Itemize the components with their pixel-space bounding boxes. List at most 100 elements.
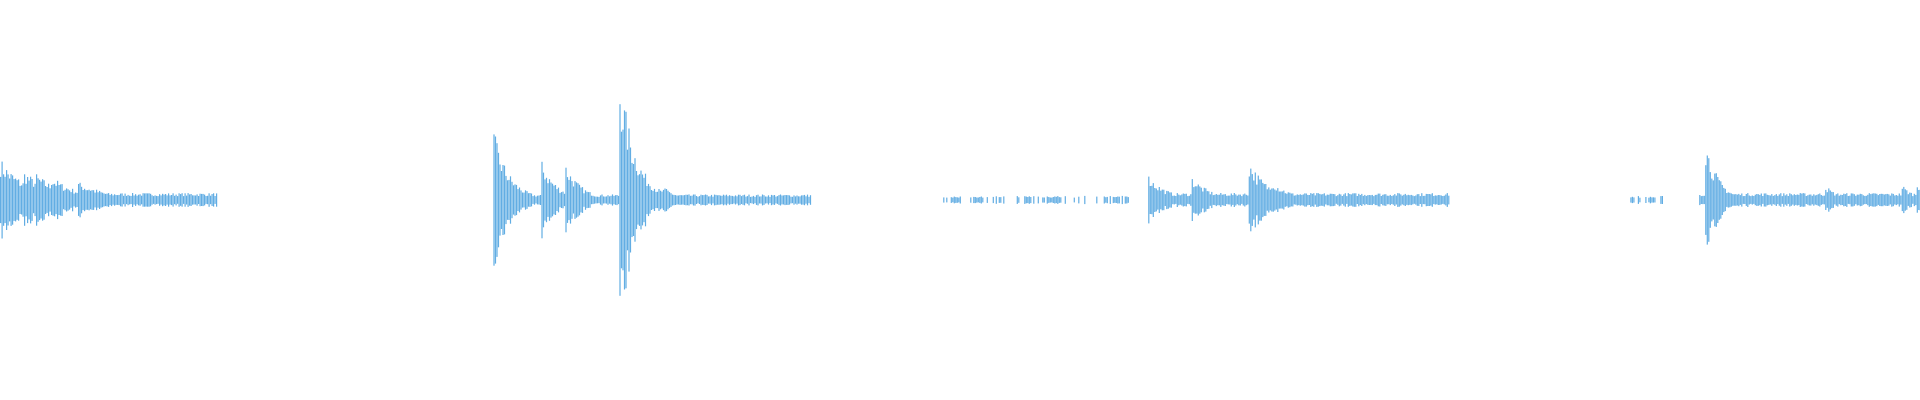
waveform-bar — [1850, 193, 1852, 207]
waveform-bar — [1364, 194, 1366, 206]
waveform-bar — [1335, 196, 1337, 204]
waveform-bar — [1633, 197, 1635, 203]
waveform-bar — [712, 196, 714, 204]
waveform-bar — [1748, 195, 1750, 205]
waveform-bar — [1867, 194, 1869, 206]
waveform-bar — [193, 195, 195, 205]
waveform-bar — [1897, 195, 1899, 205]
waveform-bar — [649, 186, 651, 214]
waveform-bar — [52, 184, 54, 216]
waveform-bar — [605, 196, 608, 204]
waveform-bar — [1260, 179, 1262, 221]
waveform-bar — [1226, 195, 1228, 205]
waveform-bar — [1328, 194, 1330, 206]
waveform-bar — [1182, 193, 1184, 207]
waveform-bar — [1190, 194, 1192, 206]
waveform-bar — [1799, 193, 1801, 207]
waveform-bar — [1425, 193, 1427, 207]
waveform-bar — [1814, 195, 1816, 205]
waveform-bar — [1889, 195, 1891, 205]
waveform-bar — [1873, 193, 1875, 207]
waveform-bar — [87, 190, 89, 210]
waveform-bar — [770, 194, 773, 206]
waveform-bar — [1250, 168, 1252, 232]
waveform-bar — [1289, 192, 1291, 208]
waveform-bar — [1816, 194, 1818, 206]
waveform-bar — [136, 195, 138, 205]
waveform-bar — [1736, 194, 1738, 206]
waveform-segment — [493, 104, 812, 296]
waveform-bar — [1855, 195, 1857, 205]
waveform-bar — [746, 196, 749, 204]
waveform-bar — [646, 186, 648, 215]
waveform-bar — [1214, 194, 1216, 206]
waveform-bar — [1152, 183, 1154, 217]
waveform-bar — [15, 178, 17, 222]
waveform-bar — [4, 176, 6, 224]
waveform-bar — [1775, 194, 1777, 206]
waveform-bar — [1293, 195, 1295, 205]
waveform-bar — [716, 195, 719, 205]
waveform-bar — [553, 185, 555, 215]
waveform-bar — [1155, 188, 1157, 212]
waveform-bar — [138, 194, 140, 206]
waveform-bar — [1316, 193, 1318, 207]
waveform-bar — [1918, 190, 1920, 210]
waveform-bar — [21, 185, 23, 215]
waveform-bar — [1042, 197, 1044, 203]
waveform-bar — [670, 193, 672, 207]
waveform-bar — [139, 194, 141, 206]
waveform-bar — [599, 195, 602, 205]
waveform-bar — [144, 193, 146, 207]
waveform-bar — [1385, 194, 1387, 206]
waveform-bar — [574, 181, 576, 219]
waveform-bar — [109, 194, 111, 206]
waveform-bar — [1793, 194, 1795, 206]
waveform-bar — [514, 184, 516, 216]
waveform-bar — [554, 185, 557, 215]
waveform-bar — [1870, 194, 1872, 206]
waveform-bar — [545, 177, 548, 223]
waveform-bar — [1868, 193, 1870, 207]
waveform-bar — [1898, 193, 1900, 207]
waveform-bar — [1660, 196, 1662, 204]
waveform-bar — [112, 195, 114, 205]
waveform-bar — [593, 196, 596, 204]
waveform-bar — [1398, 193, 1400, 207]
waveform-bar — [148, 193, 150, 207]
waveform-bar — [526, 191, 528, 209]
waveform-bar — [1699, 195, 1701, 206]
waveform-bar — [656, 191, 659, 209]
waveform-bar — [1382, 194, 1384, 206]
waveform-bar — [1807, 195, 1809, 205]
waveform-bar — [1302, 194, 1304, 206]
waveform-bar — [196, 194, 198, 206]
waveform-bar — [797, 196, 800, 204]
waveform-bar — [1028, 196, 1030, 204]
waveform-bar — [1046, 196, 1048, 204]
waveform-bar — [34, 183, 36, 217]
waveform-bar — [1220, 193, 1222, 207]
waveform-bar — [529, 193, 531, 207]
waveform-bar — [745, 196, 747, 204]
waveform-bar — [1410, 194, 1412, 206]
waveform-bar — [1253, 180, 1255, 220]
waveform-bar — [541, 161, 543, 239]
waveform-bar — [1649, 196, 1651, 204]
waveform-bar — [1751, 195, 1753, 205]
waveform-bar — [1301, 194, 1303, 206]
waveform-bar — [1904, 189, 1906, 211]
waveform-bar — [1269, 189, 1271, 211]
waveform-bar — [1170, 192, 1172, 208]
waveform-bar — [183, 196, 185, 204]
waveform-bar — [557, 187, 560, 213]
waveform-bar — [165, 194, 167, 206]
waveform-bar — [671, 194, 674, 206]
waveform-bar — [1317, 193, 1319, 207]
waveform-bar — [956, 197, 958, 203]
waveform-bar — [1347, 193, 1349, 207]
waveform-bar — [1709, 172, 1711, 228]
waveform-bar — [1778, 194, 1780, 206]
